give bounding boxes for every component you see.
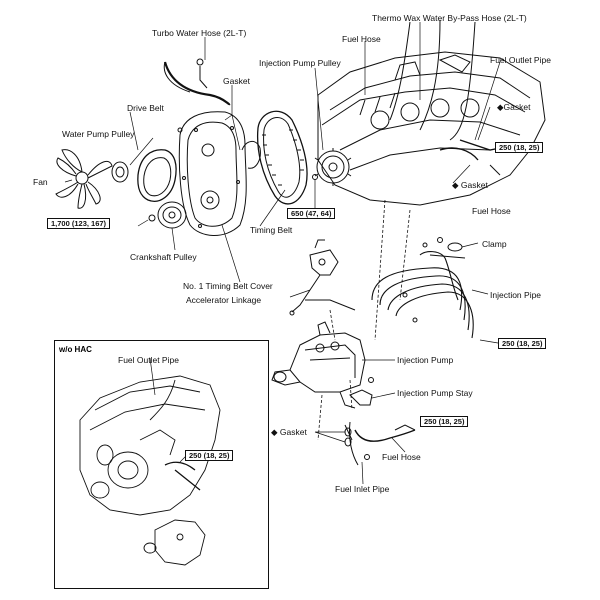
label-drive-belt: Drive Belt	[127, 103, 164, 113]
injection-pump-stay	[349, 377, 374, 406]
label-injection-pump: Injection Pump	[397, 355, 454, 365]
label-fuel-hose-right: Fuel Hose	[472, 206, 511, 216]
label-gasket-bottom: ◆ Gasket	[271, 427, 307, 437]
label-fuel-inlet-pipe: Fuel Inlet Pipe	[335, 484, 390, 494]
label-timing-belt: Timing Belt	[250, 225, 293, 235]
engine-block	[317, 51, 546, 206]
injection-pump	[271, 321, 366, 409]
torque-1700: 1,700 (123, 167)	[47, 218, 111, 229]
label-water-pump-pulley: Water Pump Pulley	[62, 129, 135, 139]
water-pump-pulley	[111, 161, 129, 183]
inset-title: w/o HAC	[59, 345, 92, 354]
label-gasket-mid: Gasket	[223, 76, 250, 86]
no1-timing-belt-cover	[178, 111, 247, 236]
accelerator-linkage	[289, 239, 356, 316]
torque-250-top: 250 (18, 25)	[495, 142, 544, 153]
label-fuel-hose-top: Fuel Hose	[342, 34, 381, 44]
label-injection-pump-pulley: Injection Pump Pulley	[259, 58, 341, 68]
inset-frame	[54, 340, 269, 589]
label-crankshaft-pulley: Crankshaft Pulley	[130, 252, 197, 262]
label-fan: Fan	[33, 177, 48, 187]
injection-pipes	[371, 251, 474, 339]
label-inset-fuel-outlet-pipe: Fuel Outlet Pipe	[118, 355, 179, 365]
injection-pump-pulley	[314, 148, 352, 186]
inset-engine	[79, 375, 221, 566]
torque-650: 650 (47, 64)	[287, 208, 336, 219]
label-injection-pipe: Injection Pipe	[490, 290, 542, 300]
crankshaft-pulley	[148, 201, 187, 229]
label-gasket-right-top: ◆Gasket	[497, 102, 531, 112]
label-turbo-water-hose: Turbo Water Hose (2L-T)	[152, 28, 247, 38]
fuel-inlet-pipe	[344, 421, 416, 466]
label-fuel-hose-bottom: Fuel Hose	[382, 452, 421, 462]
torque-250-mid: 250 (18, 25)	[498, 338, 547, 349]
label-clamp: Clamp	[482, 239, 507, 249]
timing-belt	[256, 110, 308, 205]
torque-250-inset: 250 (18, 25)	[185, 450, 234, 461]
fan	[55, 149, 113, 209]
torque-250-bottom: 250 (18, 25)	[420, 416, 469, 427]
label-gasket-right-mid: ◆ Gasket	[452, 180, 488, 190]
drive-belt	[137, 149, 177, 202]
label-thermo-wax-hose: Thermo Wax Water By-Pass Hose (2L-T)	[372, 13, 527, 23]
turbo-water-hose	[163, 58, 231, 106]
label-injection-pump-stay: Injection Pump Stay	[397, 388, 473, 398]
label-accelerator-linkage: Accelerator Linkage	[186, 295, 262, 305]
label-fuel-outlet-pipe-top: Fuel Outlet Pipe	[490, 55, 551, 65]
label-no1-timing-belt-cover: No. 1 Timing Belt Cover	[183, 281, 273, 291]
